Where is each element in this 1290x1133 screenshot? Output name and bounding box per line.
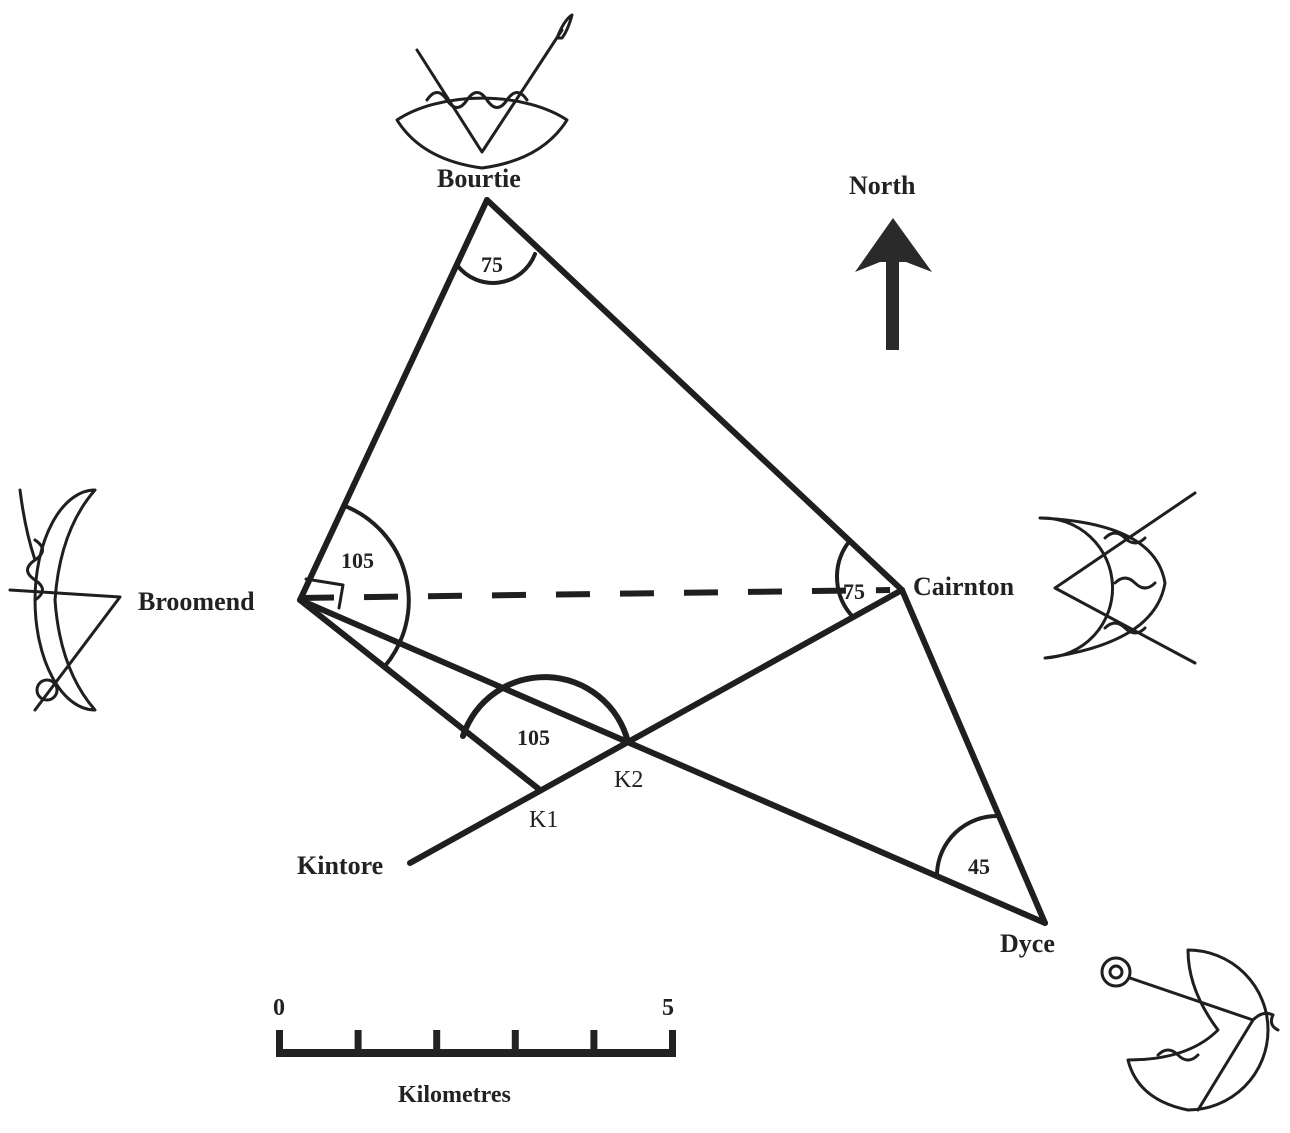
angle-label-cairnton: 75 [843, 579, 865, 604]
angle-label-broomend: 105 [341, 548, 374, 573]
scroll-ornament-icon [1156, 1048, 1200, 1062]
v-rod-icon [1053, 491, 1197, 665]
scale-tick [590, 1030, 598, 1057]
scale-tick [276, 1030, 283, 1057]
scale-tick [354, 1030, 362, 1057]
v-rod-upper-icon [18, 488, 37, 562]
arc-broomend [343, 504, 411, 668]
north-label: North [849, 171, 916, 200]
scale-ticks [276, 1030, 676, 1057]
place-label-kintore: Kintore [297, 851, 383, 880]
scroll-ornament-icon [425, 91, 529, 109]
place-labels: Bourtie Broomend Cairnton Dyce Kintore K… [138, 164, 1055, 958]
v-rod-circle-icon [1100, 956, 1132, 988]
arc-k2 [460, 674, 631, 745]
angle-label-bourtie: 75 [481, 252, 503, 277]
scale-end-label: 5 [662, 995, 674, 1021]
scale-tick [511, 1030, 519, 1057]
north-arrow: North [849, 171, 932, 350]
symbol-bourtie [395, 13, 574, 170]
arc-bourtie [455, 252, 537, 285]
scale-bar-line [279, 1049, 672, 1057]
dashed-east-west-line [299, 587, 891, 601]
angle-label-k2: 105 [517, 725, 550, 750]
place-label-k1: K1 [529, 807, 558, 833]
angle-arcs [343, 252, 999, 875]
scale-unit-label: Kilometres [398, 1082, 511, 1108]
symbol-cairnton [1038, 491, 1197, 665]
place-label-dyce: Dyce [1000, 929, 1055, 958]
angle-label-dyce: 45 [968, 854, 990, 879]
north-arrow-shaft [886, 262, 899, 350]
line-kintore-cairnton [407, 587, 905, 866]
crescent-v-rod-symbol-icon [1038, 516, 1167, 660]
scroll-ornament-icon [1103, 531, 1157, 635]
scroll-ornament-icon [26, 538, 44, 602]
v-rod-icon [415, 28, 564, 154]
v-rod-finial-icon [35, 678, 59, 702]
line-cairnton-dyce [899, 587, 1048, 926]
place-label-broomend: Broomend [138, 587, 255, 616]
v-rod-finial-icon [1251, 1011, 1280, 1032]
place-label-k2: K2 [614, 767, 643, 793]
survey-lines [297, 197, 1048, 926]
v-rod-icon [1128, 976, 1255, 1112]
line-broomend-k1 [297, 597, 543, 793]
scale-tick [433, 1030, 441, 1057]
symbol-broomend [8, 488, 122, 712]
crescent-v-rod-symbol-icon [33, 488, 97, 712]
scale-start-label: 0 [273, 995, 285, 1021]
crescent-v-rod-symbol-icon [395, 96, 569, 170]
right-angle-marker [304, 577, 345, 610]
v-rod-circle-inner-icon [1108, 964, 1124, 980]
arc-dyce [935, 813, 999, 875]
scale-tick [669, 1030, 676, 1057]
place-label-cairnton: Cairnton [913, 572, 1015, 601]
north-arrow-head-icon [855, 218, 932, 272]
v-rod-finial-icon [555, 13, 574, 40]
line-bourtie-cairnton [484, 197, 905, 593]
crescent-v-rod-symbol-icon [1126, 948, 1270, 1112]
angle-labels: 75 105 75 105 45 [341, 252, 990, 879]
line-broomend-dyce [297, 597, 1048, 926]
symbol-dyce [1100, 948, 1280, 1112]
scale-bar: 0 5 Kilometres [273, 995, 676, 1108]
line-bourtie-broomend [297, 197, 490, 603]
arc-cairnton [835, 541, 855, 619]
v-rod-icon [8, 588, 122, 712]
